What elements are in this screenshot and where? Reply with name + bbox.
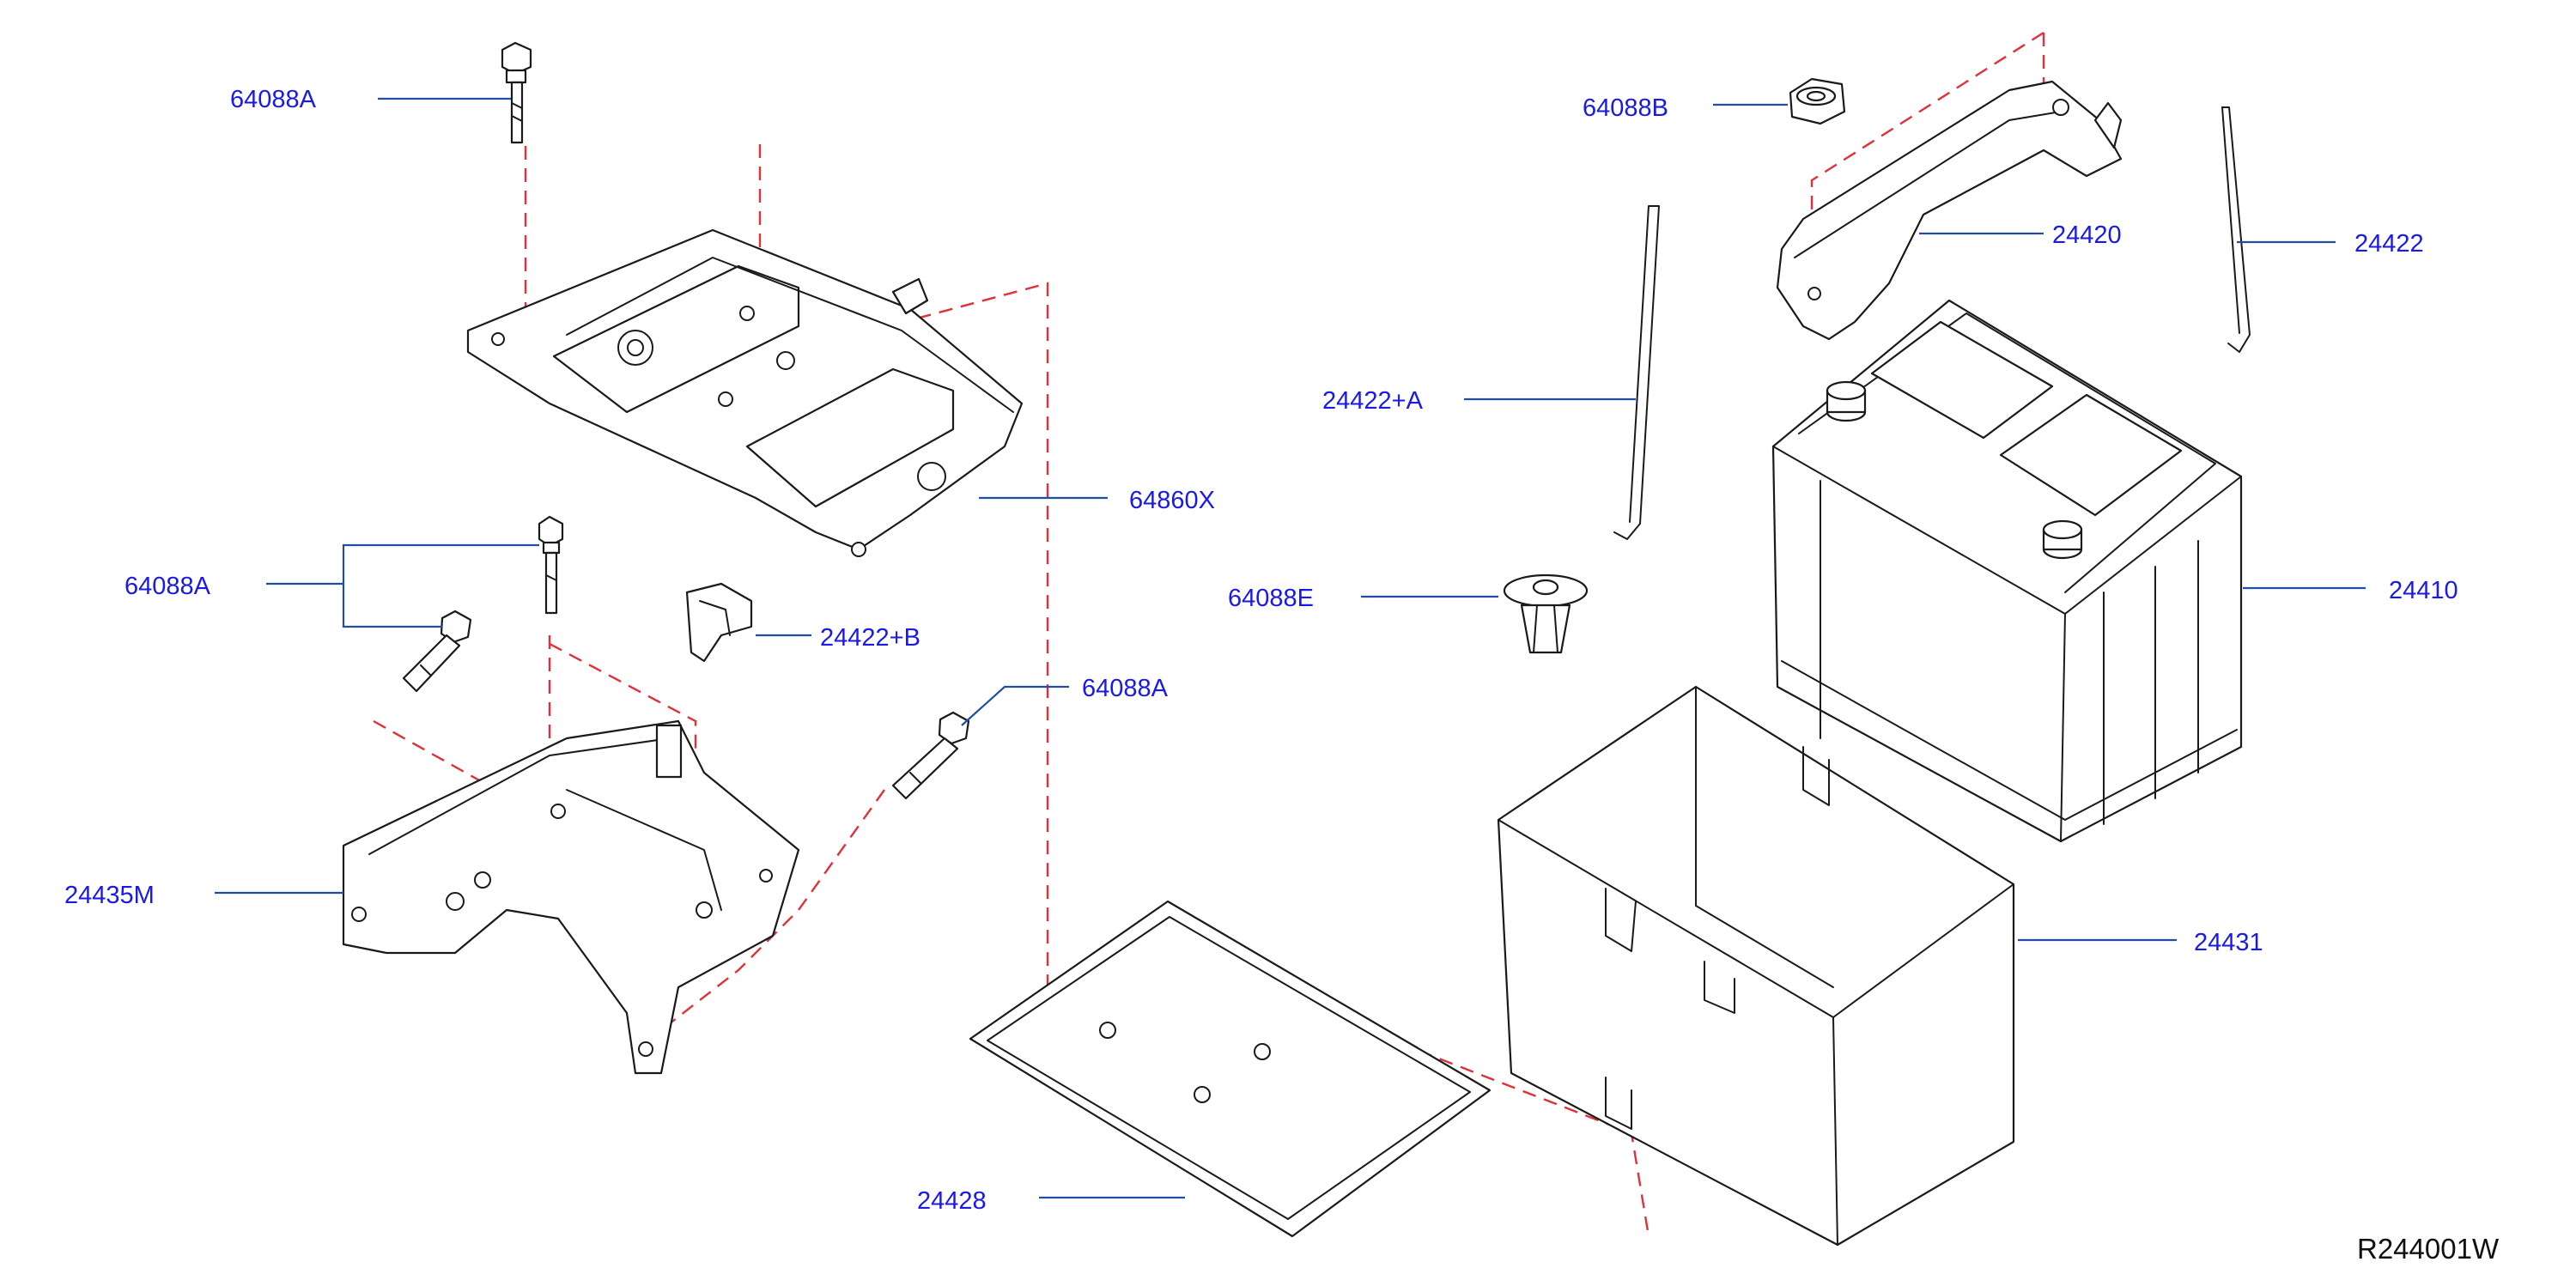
callout-rod-right: 24422	[2354, 230, 2424, 258]
battery-tray-part	[969, 900, 1492, 1238]
callout-bolts-left: 64088A	[125, 573, 211, 600]
callout-clip: 24422+B	[820, 624, 920, 652]
leader-bolt-right	[961, 685, 1069, 726]
callout-battery-cover: 24431	[2194, 929, 2263, 956]
lower-bracket-part	[342, 719, 800, 1075]
nut-part	[1789, 77, 1846, 125]
leader-bolts-left-branch	[342, 584, 442, 628]
callout-hold-down-bracket: 24420	[2052, 221, 2122, 249]
battery-part	[1771, 299, 2243, 843]
bolt-right-part	[891, 711, 970, 800]
leader-lines	[215, 97, 2366, 1199]
bolts-left-part	[402, 515, 564, 693]
callout-labels: 64088A 64088B 24420 24422 24422+A 64860X…	[64, 86, 2458, 1215]
bolt-top-part	[501, 41, 532, 144]
hold-down-bracket-part	[1776, 80, 2123, 341]
battery-support-part	[466, 228, 1024, 557]
leader-bolts-left	[266, 543, 539, 585]
callout-bolt-top: 64088A	[230, 86, 317, 113]
callout-lower-bracket: 24435M	[64, 882, 155, 909]
callout-battery: 24410	[2389, 577, 2458, 604]
clip-part	[685, 582, 753, 663]
callout-bolt-right: 64088A	[1082, 675, 1169, 702]
callout-rod-left: 24422+A	[1322, 387, 1424, 415]
diagram-reference-code: R244001W	[2357, 1233, 2500, 1265]
callout-nut: 64088B	[1583, 94, 1668, 122]
rod-left-part	[1613, 205, 1660, 540]
callout-grommet-clip: 64088E	[1228, 585, 1314, 612]
grommet-clip-part	[1503, 573, 1589, 654]
callout-battery-support: 64860X	[1129, 487, 1215, 514]
rod-right-part	[2221, 106, 2251, 353]
callout-battery-tray: 24428	[917, 1187, 987, 1215]
battery-cover-part	[1497, 685, 2015, 1247]
